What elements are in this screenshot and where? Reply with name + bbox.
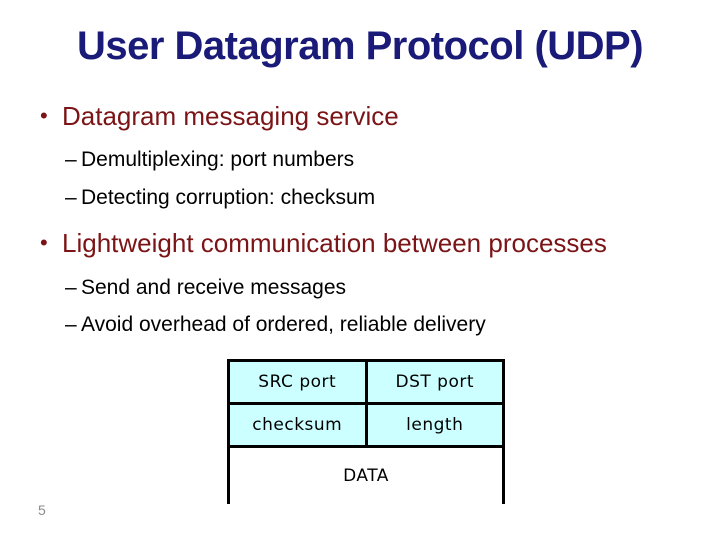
bullet-item: • Datagram messaging service bbox=[40, 101, 399, 132]
sub-bullet-text: Detecting corruption: checksum bbox=[81, 186, 376, 209]
dash-marker: – bbox=[65, 313, 77, 336]
udp-cell-length: length bbox=[406, 415, 464, 435]
dash-marker: – bbox=[65, 276, 77, 299]
bullet-text: Datagram messaging service bbox=[62, 101, 399, 131]
bullet-marker: • bbox=[40, 103, 48, 128]
udp-cell-checksum: checksum bbox=[230, 405, 368, 445]
sub-bullet-text: Demultiplexing: port numbers bbox=[81, 148, 355, 171]
bullet-item: • Lightweight communication between proce… bbox=[40, 228, 607, 259]
sub-bullet-text: Avoid overhead of ordered, reliable deli… bbox=[81, 313, 486, 336]
sub-bullet-item: –Demultiplexing: port numbers bbox=[65, 148, 354, 172]
sub-bullet-text: Send and receive messages bbox=[81, 276, 346, 299]
udp-cell-dst-port: DST port bbox=[395, 372, 475, 392]
dash-marker: – bbox=[65, 148, 77, 171]
udp-data-row: DATA bbox=[230, 448, 502, 504]
udp-header-row: checksum length bbox=[230, 405, 502, 448]
sub-bullet-item: –Avoid overhead of ordered, reliable del… bbox=[65, 313, 486, 337]
udp-header-row: SRC port DST port bbox=[230, 362, 502, 405]
udp-data-label: DATA bbox=[343, 466, 389, 486]
sub-bullet-item: –Send and receive messages bbox=[65, 276, 346, 300]
sub-bullet-item: –Detecting corruption: checksum bbox=[65, 186, 375, 210]
bullet-marker: • bbox=[40, 230, 48, 255]
page-number: 5 bbox=[38, 502, 46, 518]
slide-title: User Datagram Protocol (UDP) bbox=[76, 24, 644, 68]
dash-marker: – bbox=[65, 186, 77, 209]
udp-packet-diagram: SRC port DST port checksum length DATA bbox=[227, 359, 505, 504]
udp-cell-src-port: SRC port bbox=[230, 362, 368, 402]
bullet-text: Lightweight communication between proces… bbox=[62, 228, 607, 258]
